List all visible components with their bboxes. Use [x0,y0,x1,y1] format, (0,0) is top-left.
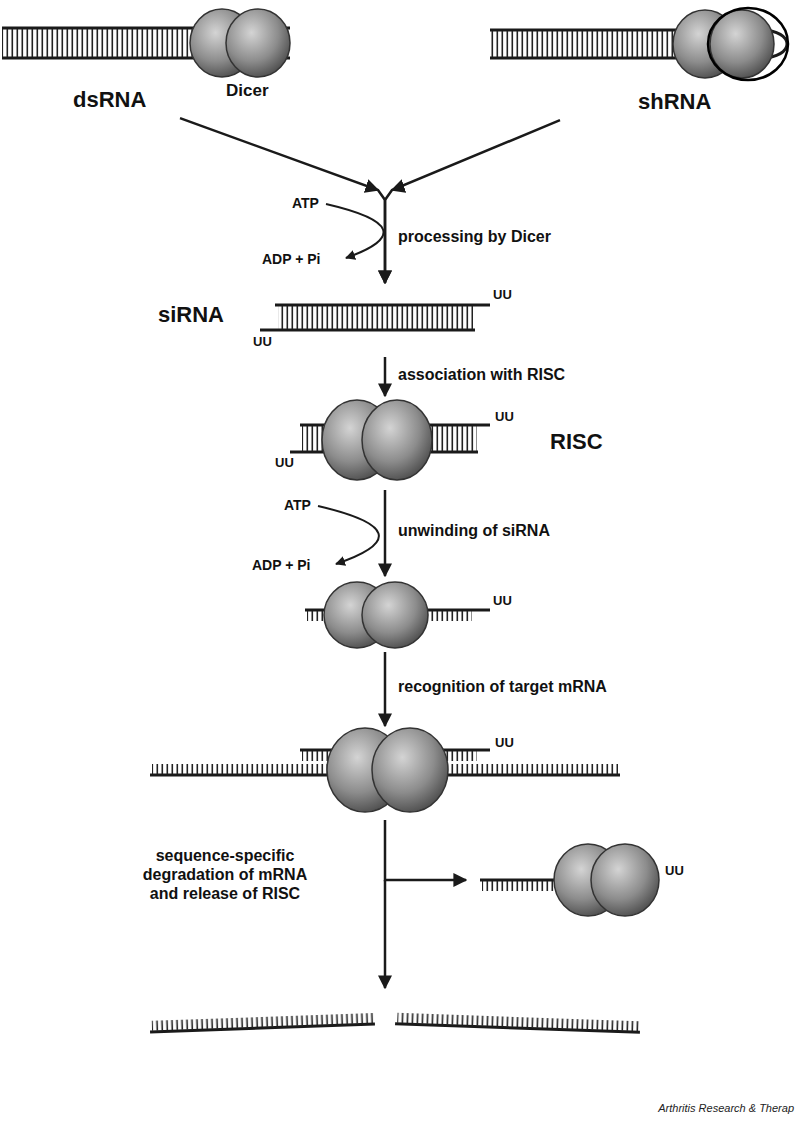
cofactor-label: ATP [284,498,311,513]
risc-protein [372,728,448,812]
flow-arrow [384,357,387,396]
overhang-label: UU [495,736,514,750]
cofactor-label: ATP [292,196,319,211]
atp-hydrolysis-arrow [318,506,379,564]
risc-protein [362,400,432,480]
overhang-label: UU [493,594,512,608]
bases [397,1013,639,1031]
stage-label: siRNA [158,303,224,327]
risc-protein [362,582,428,648]
risc-protein [591,844,659,916]
step-label: recognition of target mRNA [398,678,607,696]
cofactor-label: ADP + Pi [252,558,311,573]
step-label: association with RISC [398,366,565,384]
stage-group: UU [468,842,703,920]
loop-highlight [708,8,788,80]
flow-arrow [180,118,385,283]
step-label: processing by Dicer [398,228,551,246]
stage-group: siRNA UU UU [150,285,520,355]
degradation-arrow [384,880,387,988]
overhang-label: UU [253,335,272,349]
cofactor-label: ADP + Pi [262,252,321,267]
overhang-label: UU [493,288,512,302]
bases [152,1013,374,1031]
flow-arrow [384,652,387,726]
overhang-label: UU [495,410,514,424]
stage-label: dsRNA [73,88,146,112]
stage-group: shRNA [485,5,795,118]
overhang-label: UU [665,864,684,878]
stage-label: shRNA [638,90,711,114]
flow-arrow [385,120,560,283]
stage-group: UU [295,578,520,650]
stage-label: RISC [550,430,603,454]
enzyme-label: Dicer [226,82,269,101]
atp-hydrolysis-arrow [326,204,384,258]
dicer-protein [226,9,290,77]
flow-arrow [385,820,466,880]
base-pairs [278,306,473,329]
overhang-label: UU [275,456,294,470]
stage-group: RISC UU UU [270,398,625,488]
step-label: sequence-specific degradation of mRNA an… [130,846,320,904]
flow-arrow [384,490,387,576]
step-label: unwinding of siRNA [398,522,550,540]
stage-group: UU [145,728,625,818]
source-credit: Arthritis Research & Therap [560,1102,794,1114]
